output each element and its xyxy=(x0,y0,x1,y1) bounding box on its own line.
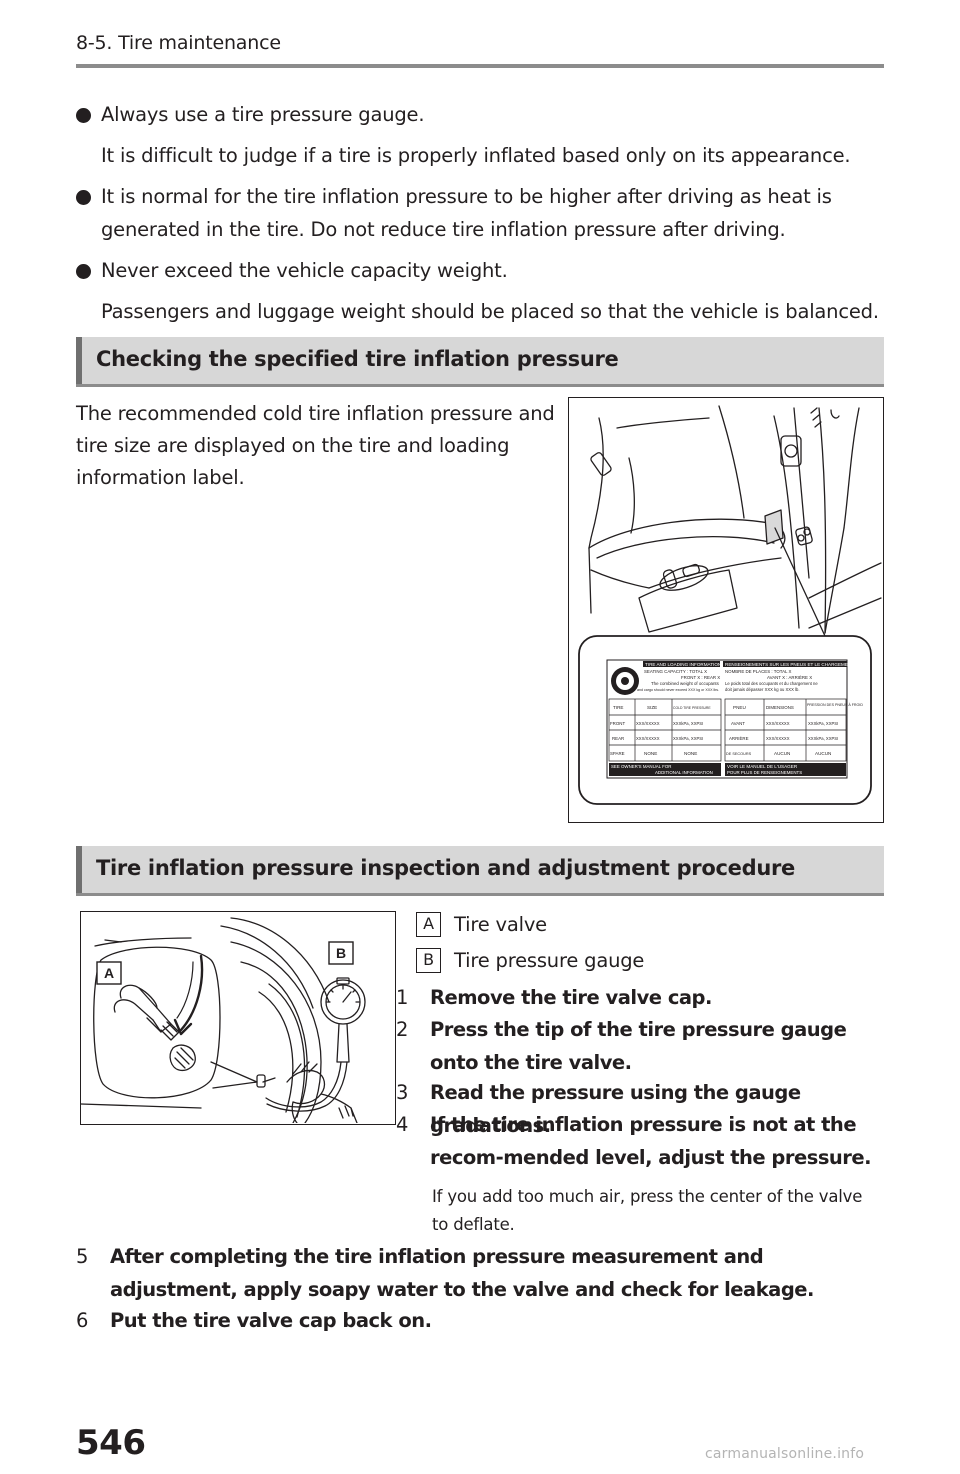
svg-text:XXX/XXXXX: XXX/XXXXX xyxy=(636,721,660,726)
callout-b: B xyxy=(336,945,346,961)
bullet-lead: Always use a tire pressure gauge. xyxy=(101,103,425,126)
step-text: Put the tire valve cap back on. xyxy=(110,1309,432,1332)
svg-text:SPARE: SPARE xyxy=(610,751,625,756)
step-item: 4 If the tire inflation pressure is not … xyxy=(396,1108,890,1174)
step-item: 2 Press the tip of the tire pressure gau… xyxy=(396,1013,866,1079)
bullet-item: Always use a tire pressure gauge. It is … xyxy=(76,98,886,172)
svg-text:Le poids total des occupants e: Le poids total des occupants et du charg… xyxy=(725,681,818,686)
section-accent xyxy=(76,337,82,384)
svg-text:XXXkPa, XXPSI: XXXkPa, XXPSI xyxy=(673,736,703,741)
bullet-dot-icon xyxy=(76,190,91,205)
legend-badge: B xyxy=(416,948,441,973)
step-text: Press the tip of the tire pressure gauge… xyxy=(430,1018,847,1074)
tire-label-illustration: TIRE AND LOADING INFORMATION RENSEIGNEME… xyxy=(568,397,884,823)
step-number: 3 xyxy=(396,1081,408,1104)
bullet-detail: Passengers and luggage weight should be … xyxy=(101,300,879,323)
callout-a: A xyxy=(104,965,114,981)
step-text: After completing the tire inflation pres… xyxy=(110,1245,814,1301)
bullet-item: It is normal for the tire inflation pres… xyxy=(76,180,886,246)
svg-text:and cargo should never exceed: and cargo should never exceed XXX kg or … xyxy=(637,688,719,692)
step-number: 2 xyxy=(396,1018,408,1041)
door-jamb-drawing: TIRE AND LOADING INFORMATION RENSEIGNEME… xyxy=(578,405,882,805)
bullet-lead: Never exceed the vehicle capacity weight… xyxy=(101,259,508,282)
svg-text:The combined weight of occupan: The combined weight of occupants xyxy=(651,681,720,686)
section-header: 8-5. Tire maintenance xyxy=(76,32,281,54)
svg-text:XXXkPa, XXPSI: XXXkPa, XXPSI xyxy=(673,721,703,726)
step-text: If the tire inflation pressure is not at… xyxy=(430,1113,872,1169)
section-heading: Checking the specified tire inflation pr… xyxy=(96,347,619,371)
svg-text:PRESSION DES PNEUS À FROID: PRESSION DES PNEUS À FROID xyxy=(807,703,863,707)
label-right-title: RENSEIGNEMENTS SUR LES PNEUS ET LE CHARG… xyxy=(725,662,854,667)
step-text: Read the pressure using the gauge gradat… xyxy=(430,1081,801,1137)
valve-gauge-drawing: A B xyxy=(81,917,366,1123)
svg-text:NOMBRE DE PLACES : TOTAL X: NOMBRE DE PLACES : TOTAL X xyxy=(725,669,792,674)
svg-text:ARRIÈRE: ARRIÈRE xyxy=(729,736,749,741)
section-accent xyxy=(76,846,82,893)
label-left-title: TIRE AND LOADING INFORMATION xyxy=(645,662,721,667)
svg-text:DIMENSIONS: DIMENSIONS xyxy=(766,705,794,710)
svg-text:REAR: REAR xyxy=(612,736,624,741)
svg-text:POUR PLUS DE RENSEIGNEMENTS: POUR PLUS DE RENSEIGNEMENTS xyxy=(727,770,802,775)
svg-text:DE SECOURS: DE SECOURS xyxy=(726,752,752,756)
svg-text:AVANT X : ARRIÈRE X: AVANT X : ARRIÈRE X xyxy=(767,675,812,680)
section-heading-bar: Tire inflation pressure inspection and a… xyxy=(76,846,884,896)
svg-text:COLD TIRE PRESSURE: COLD TIRE PRESSURE xyxy=(673,706,711,710)
section-heading-bar: Checking the specified tire inflation pr… xyxy=(76,337,884,387)
header-divider xyxy=(76,64,884,68)
bullet-dot-icon xyxy=(76,264,91,279)
svg-text:XXX/XXXXX: XXX/XXXXX xyxy=(766,736,790,741)
svg-text:AVANT: AVANT xyxy=(731,721,745,726)
watermark: carmanualsonline.info xyxy=(705,1446,865,1462)
bullet-detail: It is difficult to judge if a tire is pr… xyxy=(101,144,851,167)
svg-text:XXXkPa, XXPSI: XXXkPa, XXPSI xyxy=(808,721,838,726)
svg-text:SEATING CAPACITY : TOTAL X: SEATING CAPACITY : TOTAL X xyxy=(644,669,707,674)
step-number: 6 xyxy=(76,1309,88,1332)
step-number: 5 xyxy=(76,1245,88,1268)
svg-text:VOIR LE MANUEL DE L'USAGER: VOIR LE MANUEL DE L'USAGER xyxy=(727,764,798,769)
bullet-item: Never exceed the vehicle capacity weight… xyxy=(76,254,886,328)
svg-text:SEE OWNER'S MANUAL FOR: SEE OWNER'S MANUAL FOR xyxy=(611,764,671,769)
svg-text:PNEU: PNEU xyxy=(733,705,746,710)
svg-text:FRONT: FRONT xyxy=(610,721,625,726)
tire-valve-illustration: A B xyxy=(80,911,396,1125)
legend-badge: A xyxy=(416,912,441,937)
svg-text:doit jamais dépasser XXX kg ou: doit jamais dépasser XXX kg ou XXX lb. xyxy=(725,687,799,692)
bullet-dot-icon xyxy=(76,108,91,123)
svg-text:XXX/XXXXX: XXX/XXXXX xyxy=(636,736,660,741)
svg-text:FRONT X : REAR X: FRONT X : REAR X xyxy=(681,675,720,680)
step-number: 1 xyxy=(396,986,408,1009)
step-note: If you add too much air, press the cente… xyxy=(432,1187,863,1234)
step-item: 1 Remove the tire valve cap. xyxy=(396,981,886,1014)
step-item: 5 After completing the tire inflation pr… xyxy=(76,1240,888,1306)
svg-text:NONE: NONE xyxy=(644,751,657,756)
svg-text:XXXkPa, XXPSI: XXXkPa, XXPSI xyxy=(808,736,838,741)
svg-text:ADDITIONAL INFORMATION: ADDITIONAL INFORMATION xyxy=(655,770,713,775)
svg-text:AUCUN: AUCUN xyxy=(774,751,790,756)
step-item: 3 Read the pressure using the gauge grad… xyxy=(396,1076,890,1142)
svg-text:TIRE: TIRE xyxy=(613,705,623,710)
legend-label: Tire pressure gauge xyxy=(454,949,645,972)
tire-loading-label: TIRE AND LOADING INFORMATION RENSEIGNEME… xyxy=(606,659,863,779)
step-item: 6 Put the tire valve cap back on. xyxy=(76,1304,888,1337)
svg-text:XXX/XXXXX: XXX/XXXXX xyxy=(766,721,790,726)
step-number: 4 xyxy=(396,1113,408,1136)
bullet-lead: It is normal for the tire inflation pres… xyxy=(101,185,832,241)
legend-label: Tire valve xyxy=(454,913,547,936)
svg-text:AUCUN: AUCUN xyxy=(815,751,831,756)
step-text: Remove the tire valve cap. xyxy=(430,986,712,1009)
section-heading: Tire inflation pressure inspection and a… xyxy=(96,856,795,880)
svg-text:NONE: NONE xyxy=(684,751,697,756)
svg-text:SIZE: SIZE xyxy=(647,705,657,710)
page-number: 546 xyxy=(76,1423,146,1463)
intro-paragraph: The recommended cold tire inflation pres… xyxy=(76,402,555,489)
